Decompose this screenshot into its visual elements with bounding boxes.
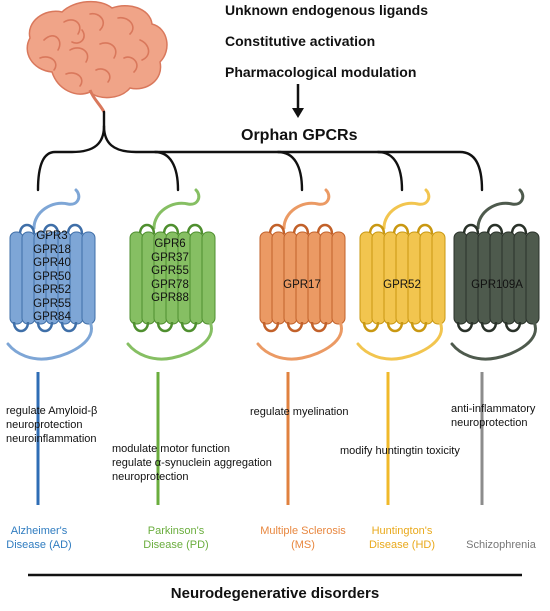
disease-label-ms: Multiple Sclerosis (MS) xyxy=(250,524,356,552)
function-line-2: neuroinflammation xyxy=(6,433,97,445)
receptor-list-ms: GPR17 xyxy=(272,279,332,293)
function-list-schizophrenia: anti-inflammatory neuroprotection xyxy=(451,402,535,430)
brain-icon xyxy=(26,0,168,113)
gpcr-receptor-icon xyxy=(126,188,216,361)
disease-line-1: Disease (AD) xyxy=(6,539,72,551)
footer-title: Neurodegenerative disorders xyxy=(170,585,380,602)
disease-line-0: Huntington's xyxy=(371,525,433,537)
header-line-activation: Constitutive activation xyxy=(225,33,376,49)
function-line-0: regulate myelination xyxy=(250,406,349,418)
connector-tree xyxy=(36,110,484,192)
receptor-label-0: GPR6 xyxy=(154,238,186,250)
receptor-label-2: GPR55 xyxy=(151,265,189,277)
function-list-pd: modulate motor function regulate α-synucl… xyxy=(112,442,272,484)
receptor-label-4: GPR88 xyxy=(151,292,189,304)
gpcr-receptor-icon xyxy=(256,188,346,361)
receptor-list-schizophrenia: GPR109A xyxy=(462,279,532,293)
receptor-label-0: GPR52 xyxy=(383,279,421,291)
function-line-1: neuroprotection xyxy=(451,417,528,429)
function-line-1: regulate α-synuclein aggregation xyxy=(112,457,272,469)
function-list-ad: regulate Amyloid-β neuroprotection neuroin… xyxy=(6,404,97,446)
disease-line-1: (MS) xyxy=(291,539,315,551)
receptor-label-0: GPR17 xyxy=(283,279,321,291)
receptor-label-1: GPR37 xyxy=(151,251,189,264)
disease-line-0: Parkinson's xyxy=(147,525,205,537)
receptor-label-2: GPR40 xyxy=(33,257,71,269)
disease-line-0: Multiple Sclerosis xyxy=(260,525,346,537)
function-line-0: modify huntingtin toxicity xyxy=(340,445,460,457)
receptor-label-6: GPR84 xyxy=(33,311,71,323)
function-line-2: neuroprotection xyxy=(112,471,189,483)
disease-line-0: Schizophrenia xyxy=(466,539,536,551)
disease-line-0: Alzheimer's xyxy=(10,525,68,537)
receptor-label-4: GPR52 xyxy=(33,284,71,296)
gpcr-receptor-icon xyxy=(450,188,540,361)
function-line-0: anti-inflammatory xyxy=(451,403,536,415)
receptor-label-3: GPR50 xyxy=(33,270,71,283)
gpcr-receptor-icon xyxy=(356,188,446,361)
function-list-ms: regulate myelination xyxy=(250,405,348,419)
receptor-label-5: GPR55 xyxy=(33,297,71,310)
receptor-list-hd: GPR52 xyxy=(372,279,432,293)
receptor-label-0: GPR109A xyxy=(471,279,523,291)
disease-line-1: Disease (PD) xyxy=(143,539,209,551)
receptor-label-1: GPR18 xyxy=(33,243,71,256)
function-list-hd: modify huntingtin toxicity xyxy=(340,444,460,458)
receptor-label-3: GPR78 xyxy=(151,278,189,291)
disease-line-1: Disease (HD) xyxy=(368,539,435,551)
disease-label-schizophrenia: Schizophrenia xyxy=(458,538,544,552)
receptor-label-0: GPR3 xyxy=(36,230,68,242)
function-line-1: neuroprotection xyxy=(6,419,83,431)
header-line-ligands: Unknown endogenous ligands xyxy=(225,2,428,18)
down-arrow-icon xyxy=(292,84,304,118)
gpcr-receptor-icon xyxy=(6,188,96,361)
orphan-gpcrs-title: Orphan GPCRs xyxy=(241,127,358,144)
header-line-modulation: Pharmacological modulation xyxy=(225,64,417,80)
function-line-0: modulate motor function xyxy=(112,443,231,455)
function-line-0: regulate Amyloid-β xyxy=(6,405,98,417)
